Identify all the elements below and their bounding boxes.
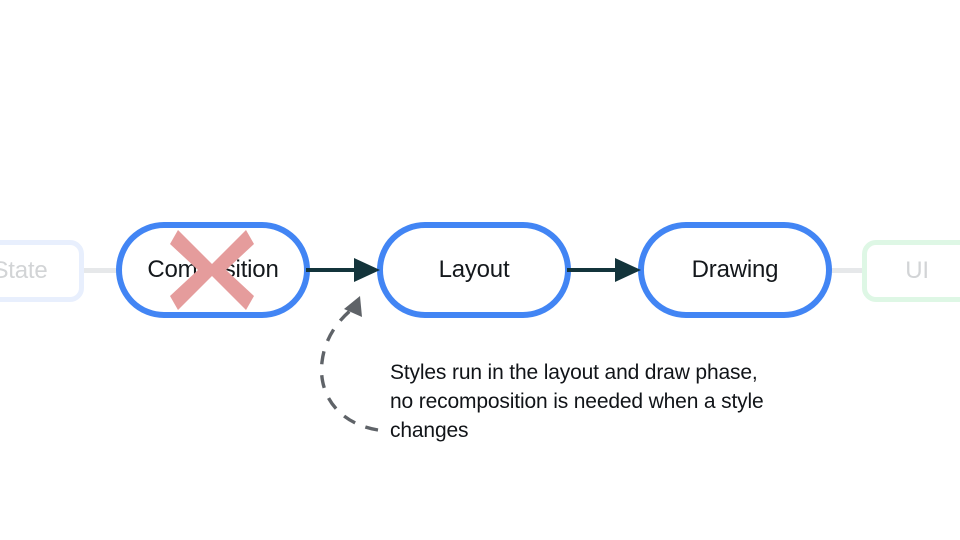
- annotation-line-2: no recomposition is needed when a style: [390, 390, 764, 413]
- phase-node-ui-label: UI: [905, 257, 929, 284]
- callout-dashed-arrow-icon: [319, 296, 379, 432]
- phase-node-layout-label: Layout: [438, 256, 510, 283]
- connector-drawing-to-ui: [826, 268, 874, 273]
- phase-node-drawing-label: Drawing: [691, 256, 779, 283]
- annotation-line-3: changes: [390, 419, 469, 442]
- phase-node-layout[interactable]: Layout: [377, 222, 571, 318]
- annotation-caption: Styles run in the layout and draw phase,…: [390, 358, 860, 445]
- phase-node-state[interactable]: State: [0, 240, 84, 302]
- annotation-line-1: Styles run in the layout and draw phase,: [390, 361, 758, 384]
- phase-node-state-label: State: [0, 257, 48, 284]
- connector-layout-to-drawing: [567, 258, 641, 282]
- connector-state-to-composition: [78, 268, 126, 273]
- connector-composition-to-layout: [306, 258, 380, 282]
- cross-out-icon: [170, 230, 254, 310]
- phase-node-ui[interactable]: UI: [862, 240, 960, 302]
- phase-node-composition[interactable]: Composition: [116, 222, 310, 318]
- phase-node-drawing[interactable]: Drawing: [638, 222, 832, 318]
